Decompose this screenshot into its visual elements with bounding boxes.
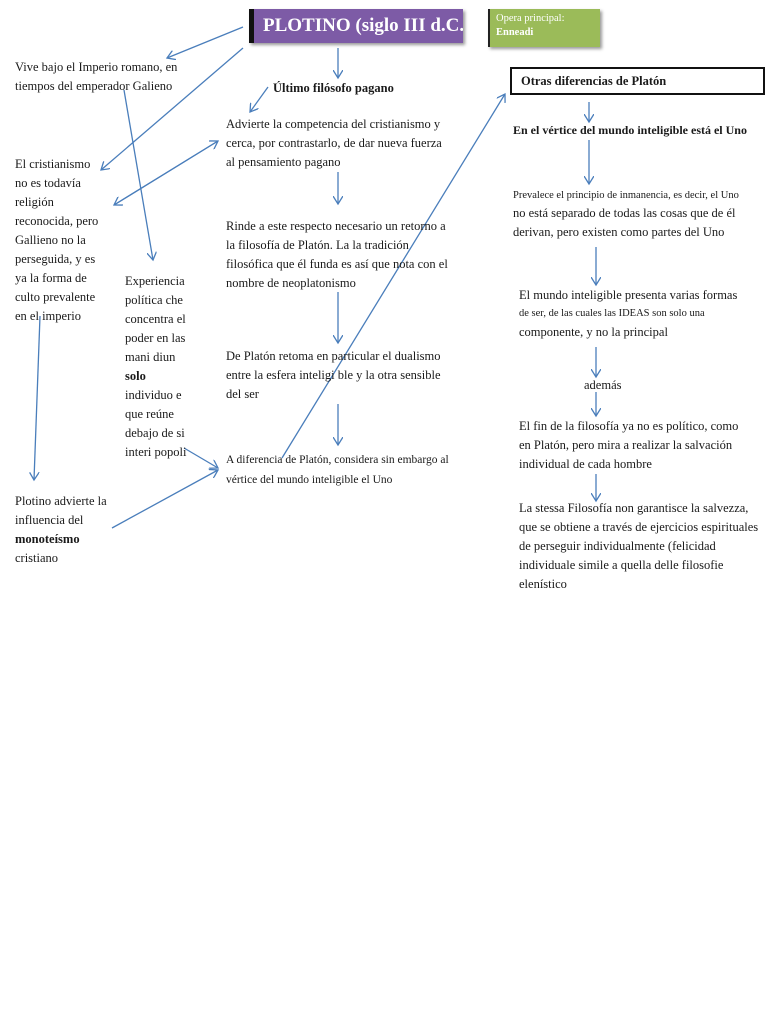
node-ademas: además <box>584 376 644 395</box>
otras-diferencias-text: Otras diferencias de Platón <box>521 74 667 88</box>
opera-value: Enneadi <box>496 27 534 38</box>
node-advierte: Advierte la competencia del cristianismo… <box>226 115 451 172</box>
node-ultimo-filosofo: Último filósofo pagano <box>273 79 473 98</box>
ademas-text: además <box>584 378 622 392</box>
node-rinde: Rinde a este respecto necesario un retor… <box>226 217 451 293</box>
node-diferencia: A diferencia de Platón, considera sin em… <box>226 450 456 490</box>
node-vertice-text: En el vértice del mundo inteligible está… <box>513 123 747 137</box>
main-title: PLOTINO (siglo III d.C. <box>263 15 463 36</box>
node-cristianismo-text: El cristianismo no es todavía religión r… <box>15 157 99 323</box>
node-advierte-text: Advierte la competencia del cristianismo… <box>226 117 442 169</box>
main-title-box: PLOTINO (siglo III d.C. <box>249 9 463 43</box>
node-stessa-text: La stessa Filosofía non garantisce la sa… <box>519 501 759 591</box>
experiencia-text-bold: solo <box>125 369 146 383</box>
mundo-line1: El mundo inteligible presenta varias for… <box>519 288 738 302</box>
node-vertice: En el vértice del mundo inteligible está… <box>513 121 768 140</box>
node-monoteismo: Plotino advierte la influencia del monot… <box>15 492 110 568</box>
node-imperio: Vive bajo el Imperio romano, en tiempos … <box>15 58 185 96</box>
monoteismo-text-pre: Plotino advierte la influencia del <box>15 494 107 527</box>
experiencia-text-pre: Experiencia política che concentra el po… <box>125 274 186 364</box>
node-diferencia-text: A diferencia de Platón, considera sin em… <box>226 454 449 486</box>
node-fin-filosofia: El fin de la filosofía ya no es político… <box>519 417 749 474</box>
opera-label: Opera principal: <box>496 13 565 24</box>
experiencia-text-post: individuo e que reúne debajo de si inter… <box>125 388 187 459</box>
opera-principal-box: Opera principal: Enneadi <box>488 9 600 47</box>
mundo-line2: de ser, de las cuales las IDEAS son solo… <box>519 308 705 319</box>
node-imperio-text: Vive bajo el Imperio romano, en tiempos … <box>15 60 178 93</box>
node-dualismo: De Platón retoma en particular el dualis… <box>226 347 451 404</box>
monoteismo-text-post: cristiano <box>15 551 59 565</box>
node-ultimo-text: Último filósofo pagano <box>273 81 394 95</box>
otras-diferencias-box: Otras diferencias de Platón <box>510 67 765 95</box>
mundo-line3: componente, y no la principal <box>519 325 668 339</box>
inmanencia-line1: Prevalece el principio de inmanencia, es… <box>513 190 739 201</box>
node-stessa-filosofia: La stessa Filosofía non garantisce la sa… <box>519 499 768 594</box>
inmanencia-rest: no está separado de todas las cosas que … <box>513 206 736 239</box>
node-dualismo-text: De Platón retoma en particular el dualis… <box>226 349 441 401</box>
node-mundo-inteligible: El mundo inteligible presenta varias for… <box>519 286 764 342</box>
node-fin-text: El fin de la filosofía ya no es político… <box>519 419 739 471</box>
node-rinde-text: Rinde a este respecto necesario un retor… <box>226 219 448 290</box>
node-experiencia: Experiencia política che concentra el po… <box>125 272 195 462</box>
monoteismo-text-bold: monoteísmo <box>15 532 80 546</box>
node-inmanencia: Prevalece el principio de inmanencia, es… <box>513 187 758 242</box>
node-cristianismo: El cristianismo no es todavía religión r… <box>15 155 105 326</box>
